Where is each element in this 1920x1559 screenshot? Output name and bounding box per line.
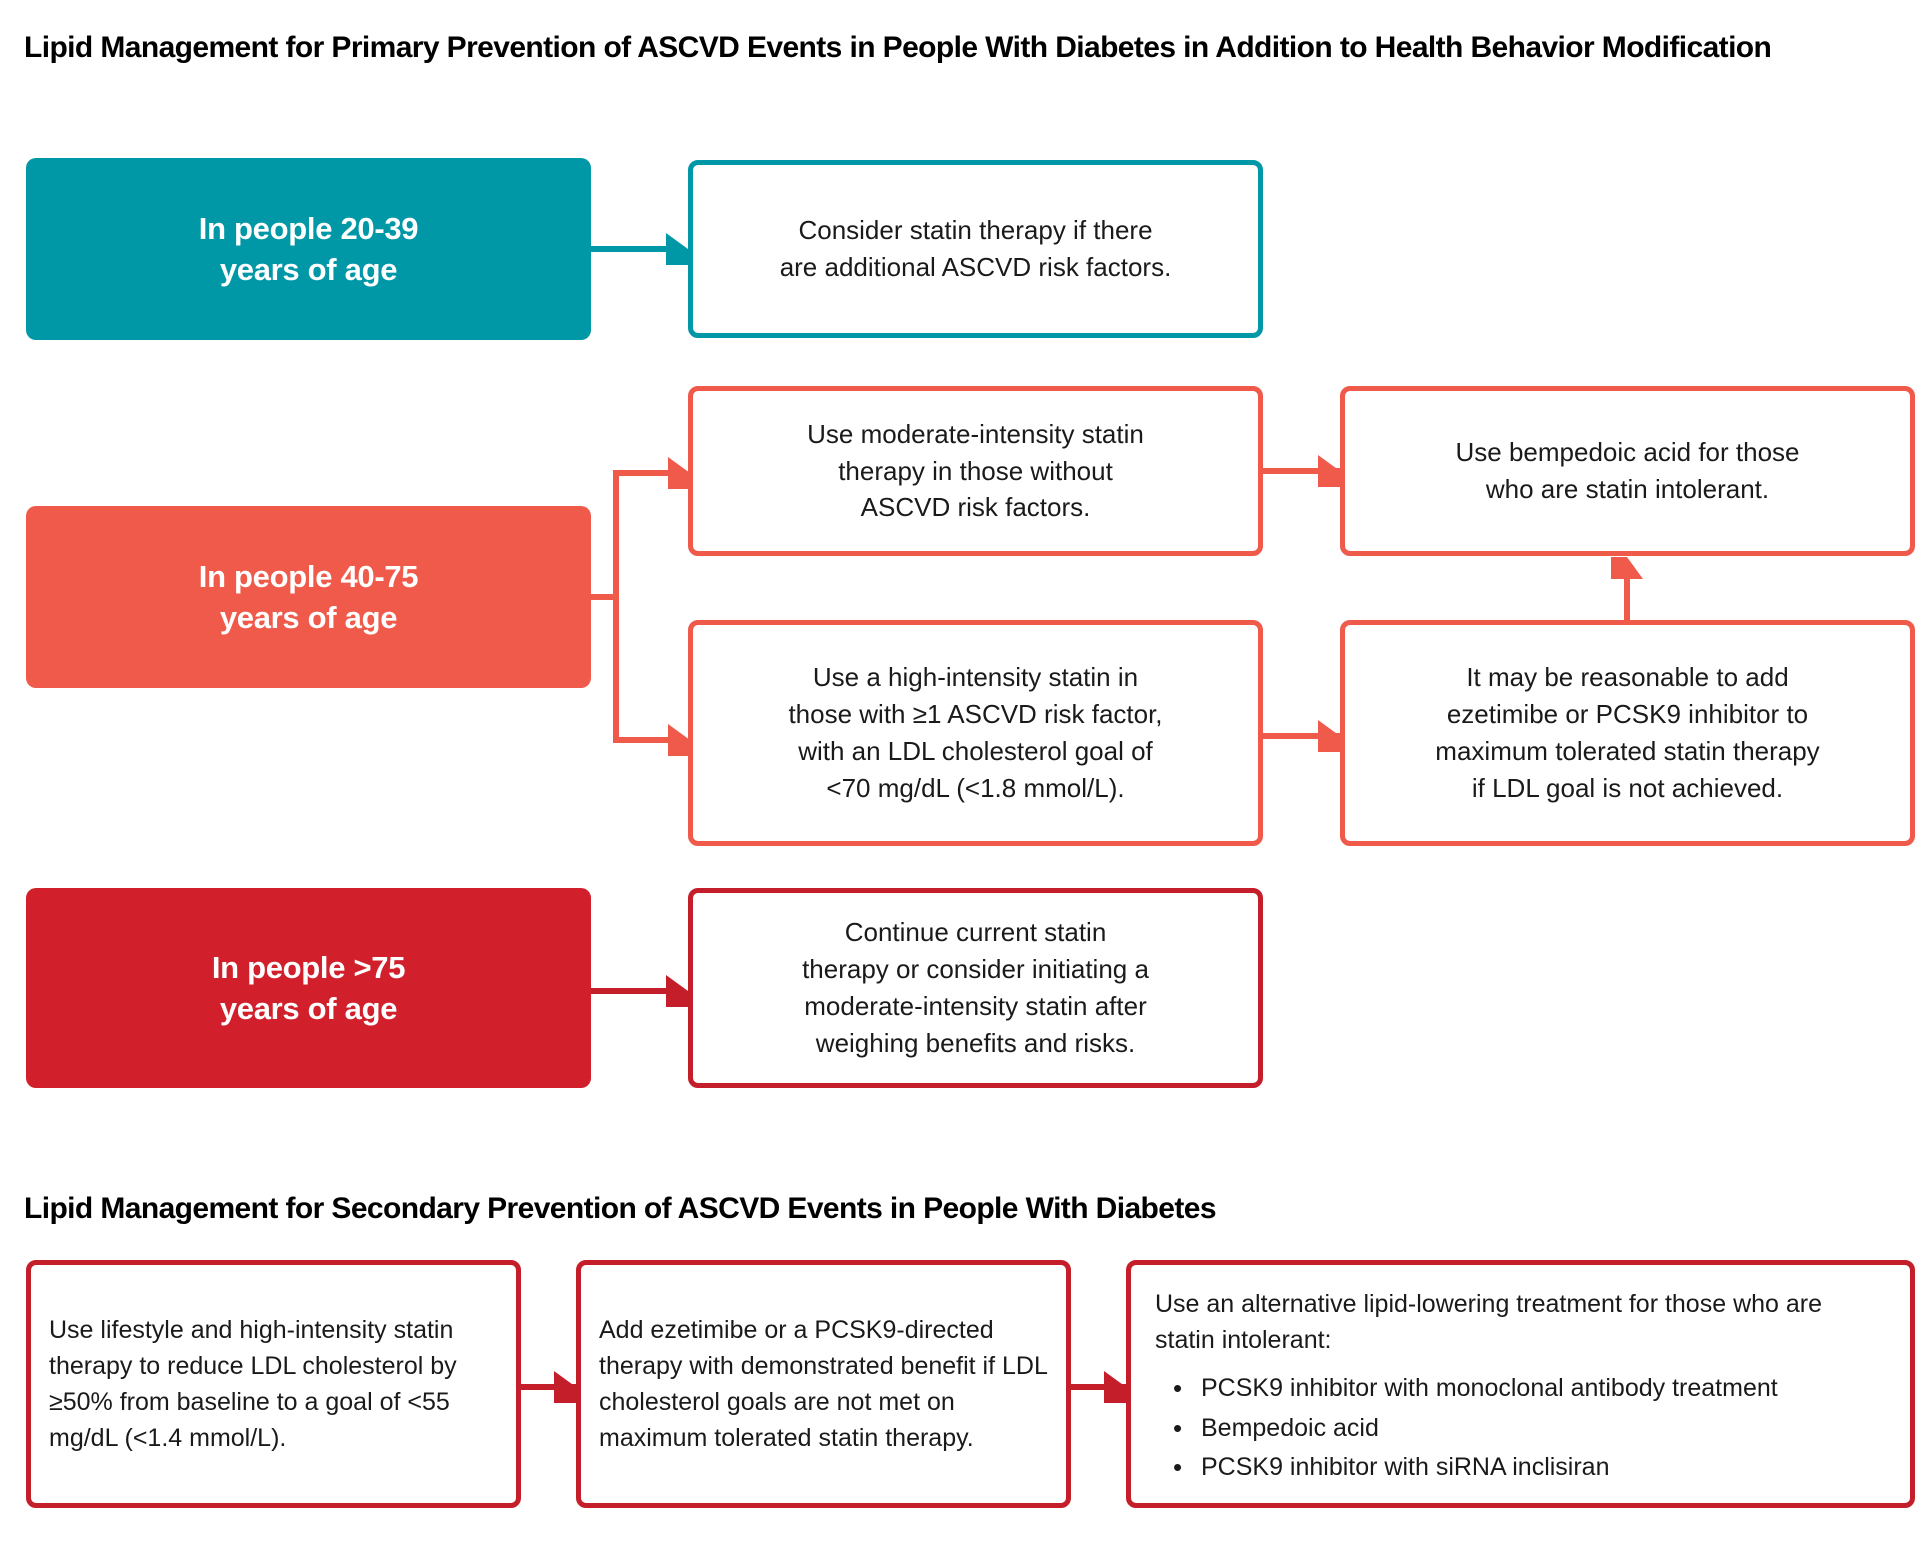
consider-statin-text: Consider statin therapy if there are add…	[779, 215, 1172, 282]
high-intensity-statin-text: Use a high-intensity statin in those wit…	[788, 662, 1163, 803]
statin-intolerant-alternatives-box: Use an alternative lipid-lowering treatm…	[1126, 1260, 1915, 1508]
ezetimibe-pcsk9-box: It may be reasonable to add ezetimibe or…	[1340, 620, 1915, 846]
connector-secondary-2-to-3	[1071, 1384, 1129, 1390]
arrowhead-to-continue-statin	[666, 975, 688, 1007]
arrowhead-to-bempedoic-acid	[1318, 455, 1340, 487]
secondary-prevention-title: Lipid Management for Secondary Preventio…	[24, 1192, 1217, 1225]
bempedoic-acid-box: Use bempedoic acid for those who are sta…	[1340, 386, 1915, 556]
moderate-intensity-statin-text: Use moderate-intensity statin therapy in…	[807, 418, 1144, 523]
connector-coral-branch-lower	[613, 737, 673, 743]
connector-secondary-1-to-2	[521, 1384, 579, 1390]
age-group-box-over-75: In people >75 years of age	[26, 888, 591, 1088]
statin-intolerant-intro: Use an alternative lipid-lowering treatm…	[1155, 1290, 1823, 1354]
continue-statin-box: Continue current statin therapy or consi…	[688, 888, 1263, 1088]
consider-statin-box: Consider statin therapy if there are add…	[688, 160, 1263, 338]
arrowhead-secondary-step-3	[1104, 1371, 1126, 1403]
list-item: PCSK9 inhibitor with siRNA inclisiran	[1173, 1450, 1886, 1485]
age-group-box-20-39: In people 20-39 years of age	[26, 158, 591, 340]
connector-high-intensity-to-ezetimibe	[1263, 733, 1343, 739]
age-group-label-20-39: In people 20-39 years of age	[198, 210, 419, 287]
arrowhead-to-ezetimibe-box	[1318, 720, 1340, 752]
connector-moderate-to-bempedoic	[1263, 468, 1343, 474]
list-item: PCSK9 inhibitor with monoclonal antibody…	[1173, 1371, 1886, 1406]
arrowhead-coral-to-high-intensity	[668, 724, 690, 756]
primary-prevention-title: Lipid Management for Primary Prevention …	[24, 31, 1772, 64]
arrowhead-secondary-step-2	[554, 1371, 576, 1403]
arrowhead-coral-to-moderate-intensity	[668, 457, 690, 489]
connector-teal-horizontal	[591, 246, 671, 252]
age-group-label-over-75: In people >75 years of age	[211, 949, 406, 1026]
secondary-step-2-text: Add ezetimibe or a PCSK9-directed therap…	[599, 1315, 1047, 1453]
arrowhead-teal-to-consider-statin	[666, 233, 688, 265]
secondary-step-1-box: Use lifestyle and high-intensity statin …	[26, 1260, 521, 1508]
moderate-intensity-statin-box: Use moderate-intensity statin therapy in…	[688, 386, 1263, 556]
connector-coral-trunk-stub	[591, 594, 619, 600]
connector-coral-trunk-vertical	[613, 470, 619, 743]
list-item: Bempedoic acid	[1173, 1411, 1886, 1446]
connector-coral-branch-upper	[613, 470, 673, 476]
ezetimibe-pcsk9-text: It may be reasonable to add ezetimibe or…	[1435, 662, 1820, 803]
age-group-box-40-75: In people 40-75 years of age	[26, 506, 591, 688]
alternative-treatment-list: PCSK9 inhibitor with monoclonal antibody…	[1155, 1371, 1886, 1485]
connector-over75-horizontal	[591, 988, 671, 994]
arrowhead-up-to-bempedoic-acid	[1611, 557, 1643, 579]
secondary-step-2-box: Add ezetimibe or a PCSK9-directed therap…	[576, 1260, 1071, 1508]
high-intensity-statin-box: Use a high-intensity statin in those wit…	[688, 620, 1263, 846]
connector-ezetimibe-to-bempedoic-vertical	[1624, 578, 1630, 622]
secondary-step-1-text: Use lifestyle and high-intensity statin …	[49, 1315, 457, 1453]
continue-statin-text: Continue current statin therapy or consi…	[802, 917, 1149, 1058]
age-group-label-40-75: In people 40-75 years of age	[198, 558, 419, 635]
bempedoic-acid-text: Use bempedoic acid for those who are sta…	[1455, 437, 1800, 504]
